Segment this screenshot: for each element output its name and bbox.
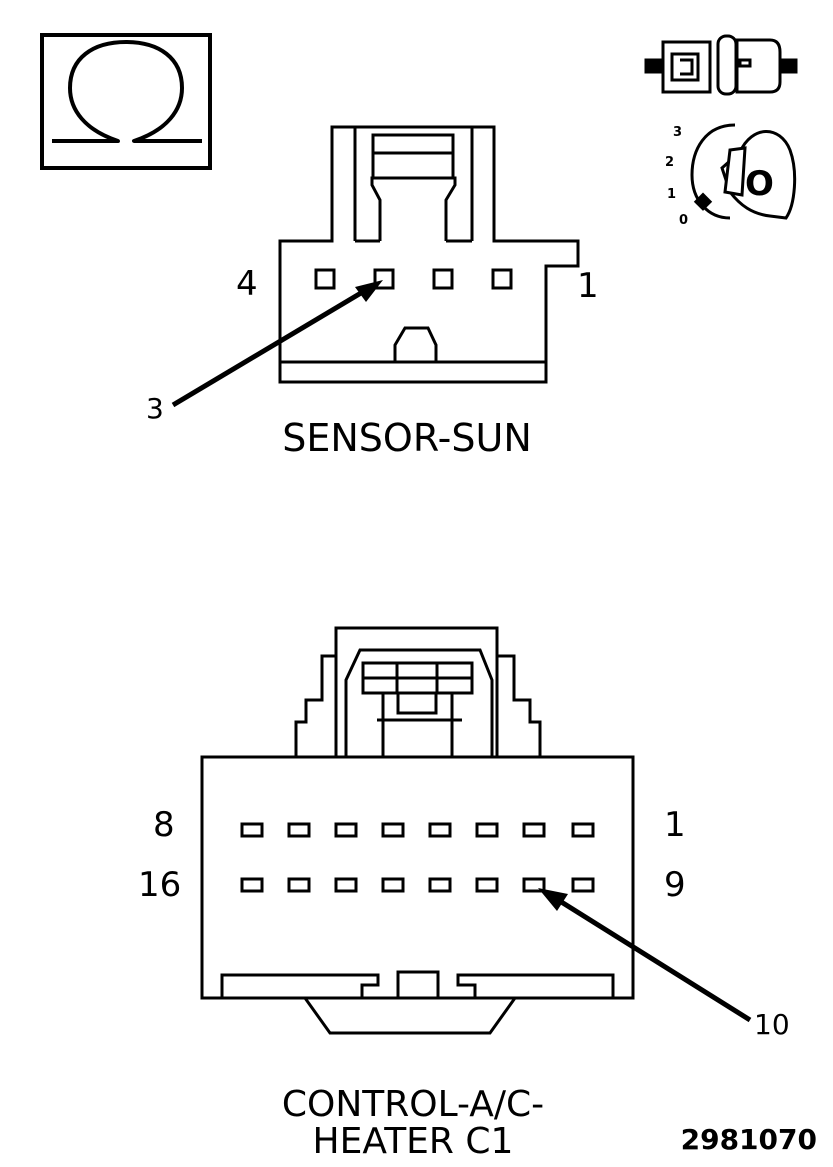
pin-cavity <box>432 268 454 290</box>
key-letter: O <box>745 164 774 204</box>
key-position-1: 1 <box>667 187 676 202</box>
sensor-sun-connector <box>278 125 580 384</box>
pin-cavity <box>373 268 395 290</box>
control-title-line2: HEATER C1 <box>313 1121 514 1162</box>
sensor-pin-right-label: 1 <box>577 266 599 306</box>
control-title-line1: CONTROL-A/C- <box>282 1084 544 1125</box>
key-position-0: 0 <box>679 213 688 228</box>
control-callout-arrow <box>538 888 752 1023</box>
sensor-callout-label: 3 <box>146 392 164 425</box>
sensor-callout-arrow <box>171 280 383 408</box>
control-heater-connector <box>200 626 635 1035</box>
ignition-key-icon: 3 2 1 0 O <box>665 123 797 228</box>
row2-right-label: 9 <box>664 865 686 905</box>
control-callout-label: 10 <box>754 1008 790 1041</box>
sensor-sun-title: SENSOR-SUN <box>282 416 532 460</box>
row2-left-label: 16 <box>138 865 181 905</box>
pin-cavity <box>491 268 513 290</box>
ohm-icon <box>40 33 212 170</box>
key-position-3: 3 <box>673 125 682 140</box>
row1-left-label: 8 <box>153 805 175 845</box>
row1-right-label: 1 <box>664 805 686 845</box>
pin-cavity <box>314 268 336 290</box>
sensor-pin-left-label: 4 <box>236 264 258 304</box>
key-position-2: 2 <box>665 155 674 170</box>
connector-icon <box>644 34 798 96</box>
figure-id: 2981070 <box>681 1123 817 1156</box>
